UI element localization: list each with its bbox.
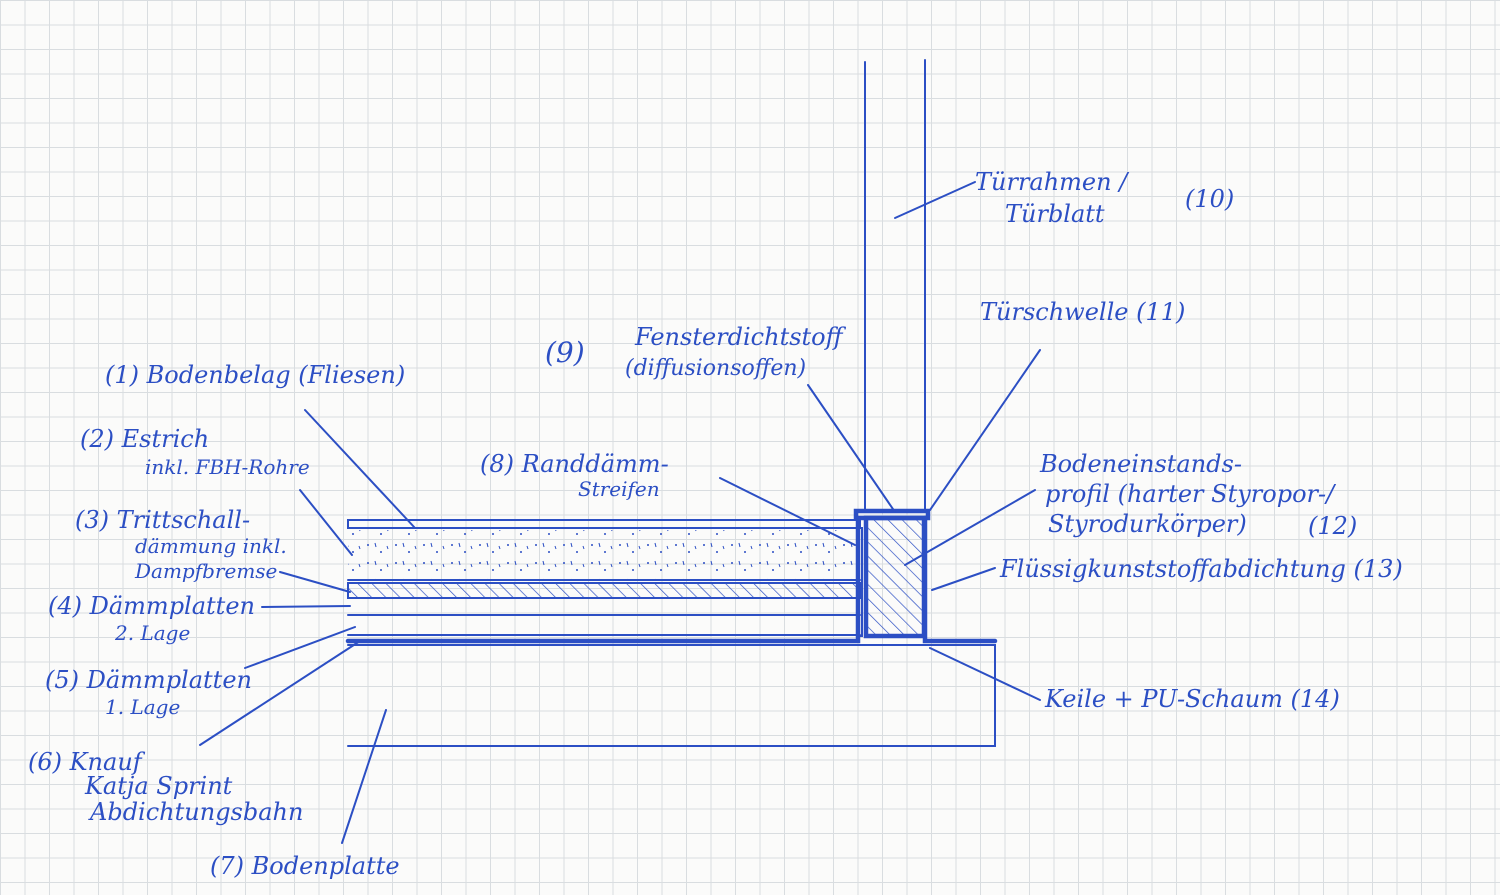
label-impact-insulation: (3) Trittschall-	[75, 506, 250, 534]
label-membrane: (6) Knauf	[28, 748, 146, 776]
label-window-sealant-number: (9)	[545, 336, 585, 369]
floor-slab	[347, 644, 996, 747]
label-impact-insulation-2: dämmung inkl.	[135, 534, 287, 558]
label-door-number: (10)	[1185, 185, 1234, 213]
label-edge-strip-2: Streifen	[578, 477, 660, 501]
label-insulation-2-detail: 2. Lage	[114, 621, 190, 645]
label-window-sealant-2: (diffusionsoffen)	[625, 356, 806, 381]
leader-lines	[199, 181, 1041, 844]
layer-screed	[348, 530, 858, 580]
label-threshold: Türschwelle (11)	[980, 298, 1185, 326]
floor-profile	[863, 515, 927, 639]
label-profile: Bodeneinstands-	[1039, 450, 1242, 478]
label-insulation-1: (5) Dämmplatten	[45, 666, 252, 694]
label-profile-number: (12)	[1308, 512, 1357, 540]
floor-layers	[345, 515, 998, 747]
label-insulation-2: (4) Dämmplatten	[48, 592, 255, 620]
label-edge-strip: (8) Randdämm-	[480, 450, 669, 478]
label-membrane-3: Abdichtungsbahn	[88, 798, 303, 826]
layer-impact-insulation	[347, 582, 861, 599]
label-profile-2: profil (harter Styropor-/	[1045, 480, 1337, 508]
label-membrane-2: Katja Sprint	[84, 772, 233, 800]
label-window-sealant: Fensterdichtstoff	[634, 323, 847, 351]
label-insulation-1-detail: 1. Lage	[105, 695, 180, 719]
label-floor-slab: (7) Bodenplatte	[210, 852, 400, 880]
label-floor-covering: (1) Bodenbelag (Fliesen)	[105, 361, 405, 389]
door-frame	[864, 59, 926, 513]
label-door-leaf: Türblatt	[1005, 200, 1105, 228]
label-screed: (2) Estrich	[80, 425, 209, 453]
label-screed-detail: inkl. FBH-Rohre	[145, 455, 310, 479]
label-liquid-sealing: Flüssigkunststoffabdichtung (13)	[999, 555, 1403, 583]
label-door-frame: Türrahmen /	[975, 168, 1130, 196]
layer-tiles	[347, 519, 861, 529]
label-wedges-foam: Keile + PU-Schaum (14)	[1044, 685, 1340, 713]
sealing-membrane	[345, 515, 998, 644]
label-profile-3: Styrodurkörper)	[1048, 510, 1247, 538]
label-impact-insulation-3: Dampfbremse	[134, 559, 277, 583]
